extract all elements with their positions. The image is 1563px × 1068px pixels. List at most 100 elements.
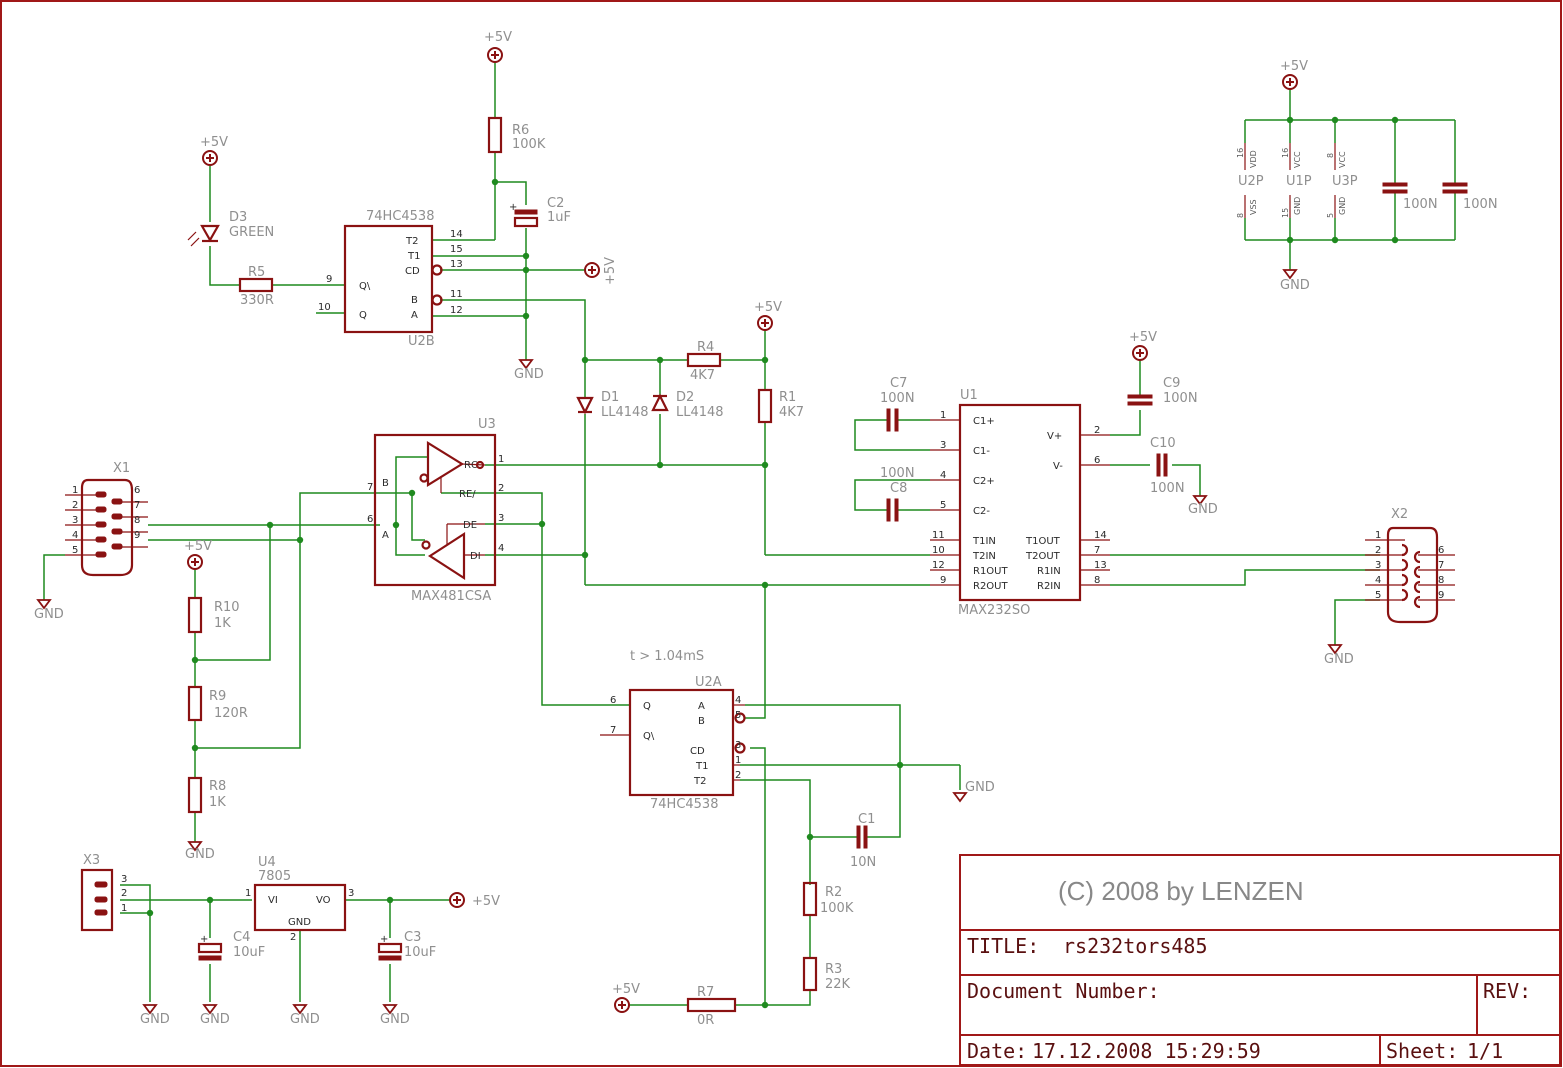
svg-text:GND: GND (1338, 197, 1347, 215)
svg-text:13: 13 (1094, 560, 1107, 571)
svg-text:100N: 100N (880, 466, 915, 481)
svg-text:GREEN: GREEN (229, 225, 274, 240)
svg-text:Q\: Q\ (643, 731, 655, 742)
svg-text:R1OUT: R1OUT (973, 566, 1009, 577)
svg-text:2: 2 (1094, 425, 1100, 436)
title-label: TITLE: (967, 934, 1039, 958)
svg-text:3: 3 (940, 440, 946, 451)
svg-text:U3: U3 (478, 417, 496, 432)
svg-text:14: 14 (450, 229, 463, 240)
svg-text:+5V: +5V (484, 30, 512, 45)
capacitor-c4: + C4 10uF (197, 930, 265, 961)
svg-text:U2A: U2A (695, 675, 722, 690)
svg-text:U1P: U1P (1286, 174, 1312, 189)
svg-text:22K: 22K (825, 977, 851, 992)
rev-label: REV: (1483, 979, 1531, 1003)
svg-text:6: 6 (1438, 545, 1444, 556)
svg-text:8: 8 (1094, 575, 1100, 586)
svg-text:U4: U4 (258, 855, 276, 870)
svg-text:6: 6 (367, 514, 373, 525)
ground-symbols: GND GND GND GND GND GND GND GND GND GND … (34, 269, 1354, 1027)
resistor-r2: R2 100K (802, 881, 854, 917)
svg-text:3: 3 (498, 513, 504, 524)
svg-text:12: 12 (450, 305, 463, 316)
svg-text:R2OUT: R2OUT (973, 581, 1009, 592)
svg-text:C9: C9 (1163, 376, 1180, 391)
svg-text:7: 7 (1438, 560, 1444, 571)
svg-text:Q: Q (359, 310, 367, 321)
regulator-u4: U4 7805 VI VO GND 1 3 2 (245, 855, 354, 943)
svg-text:1: 1 (735, 755, 741, 766)
svg-text:R1IN: R1IN (1037, 566, 1061, 577)
svg-text:11: 11 (450, 289, 463, 300)
svg-text:16: 16 (1236, 148, 1245, 158)
svg-text:B: B (698, 716, 705, 727)
svg-text:GND: GND (185, 847, 215, 862)
svg-text:C3: C3 (404, 930, 421, 945)
svg-text:10: 10 (318, 302, 331, 313)
resistor-r8: R8 1K (187, 776, 226, 814)
svg-text:2: 2 (1375, 545, 1381, 556)
svg-text:R3: R3 (825, 962, 842, 977)
svg-text:VDD: VDD (1249, 150, 1258, 168)
svg-text:8: 8 (1326, 153, 1335, 158)
svg-text:U1: U1 (960, 388, 978, 403)
svg-text:4: 4 (940, 470, 946, 481)
svg-text:X1: X1 (113, 461, 130, 476)
svg-text:T2OUT: T2OUT (1025, 551, 1061, 562)
resistor-r5: R5 330R (238, 265, 274, 308)
svg-text:100K: 100K (820, 901, 854, 916)
svg-text:R7: R7 (697, 985, 714, 1000)
svg-text:8: 8 (1236, 213, 1245, 218)
diode-d1: D1 LL4148 (576, 390, 649, 420)
svg-text:LL4148: LL4148 (676, 405, 724, 420)
ic-u1: U1 MAX232SO C1+ C1- C2+ C2- T1IN T2IN R1… (930, 388, 1110, 618)
svg-text:10: 10 (932, 545, 945, 556)
svg-text:T2: T2 (405, 236, 418, 247)
svg-text:U2B: U2B (408, 334, 435, 349)
copyright-text: (C) 2008 by LENZEN (1058, 876, 1304, 906)
svg-text:C10: C10 (1150, 436, 1176, 451)
resistor-r10: R10 1K (187, 596, 240, 634)
svg-text:RO: RO (464, 460, 479, 471)
svg-text:15: 15 (1281, 208, 1290, 218)
svg-text:CD: CD (690, 746, 705, 757)
svg-text:100N: 100N (1163, 391, 1198, 406)
svg-text:0R: 0R (697, 1013, 714, 1028)
svg-text:1: 1 (72, 485, 78, 496)
svg-text:Q\: Q\ (359, 281, 371, 292)
svg-text:GND: GND (288, 917, 311, 928)
svg-text:D1: D1 (601, 390, 619, 405)
svg-text:C8: C8 (890, 481, 907, 496)
svg-text:+5V: +5V (472, 894, 500, 909)
svg-text:+5V: +5V (603, 257, 618, 285)
svg-text:74HC4538: 74HC4538 (366, 209, 434, 224)
svg-text:1: 1 (1375, 530, 1381, 541)
svg-text:100N: 100N (1463, 197, 1498, 212)
svg-text:5: 5 (940, 500, 946, 511)
svg-text:GND: GND (140, 1012, 170, 1027)
svg-text:R5: R5 (248, 265, 265, 280)
svg-text:7: 7 (367, 482, 373, 493)
svg-text:B: B (411, 295, 418, 306)
svg-text:100N: 100N (1403, 197, 1438, 212)
svg-text:t > 1.04mS: t > 1.04mS (630, 649, 704, 664)
svg-text:T1IN: T1IN (972, 536, 996, 547)
capacitor-c8: 100N C8 (880, 466, 915, 522)
svg-text:VCC: VCC (1338, 151, 1347, 168)
svg-text:3: 3 (121, 874, 127, 885)
svg-text:A: A (698, 701, 705, 712)
svg-text:1: 1 (498, 454, 504, 465)
svg-text:6: 6 (134, 485, 140, 496)
diode-d2: D2 LL4148 (651, 390, 724, 420)
wire-net (43, 62, 1456, 1006)
svg-text:5: 5 (1375, 590, 1381, 601)
power-symbols: +5V +5V +5V +5V +5V +5V +5V +5V +5V (184, 30, 1308, 1013)
svg-text:+5V: +5V (1280, 59, 1308, 74)
svg-text:T1: T1 (407, 251, 420, 262)
svg-text:4: 4 (72, 530, 78, 541)
svg-text:8: 8 (134, 515, 140, 526)
svg-text:9: 9 (326, 274, 332, 285)
svg-text:+5V: +5V (612, 982, 640, 997)
svg-text:+5V: +5V (200, 135, 228, 150)
